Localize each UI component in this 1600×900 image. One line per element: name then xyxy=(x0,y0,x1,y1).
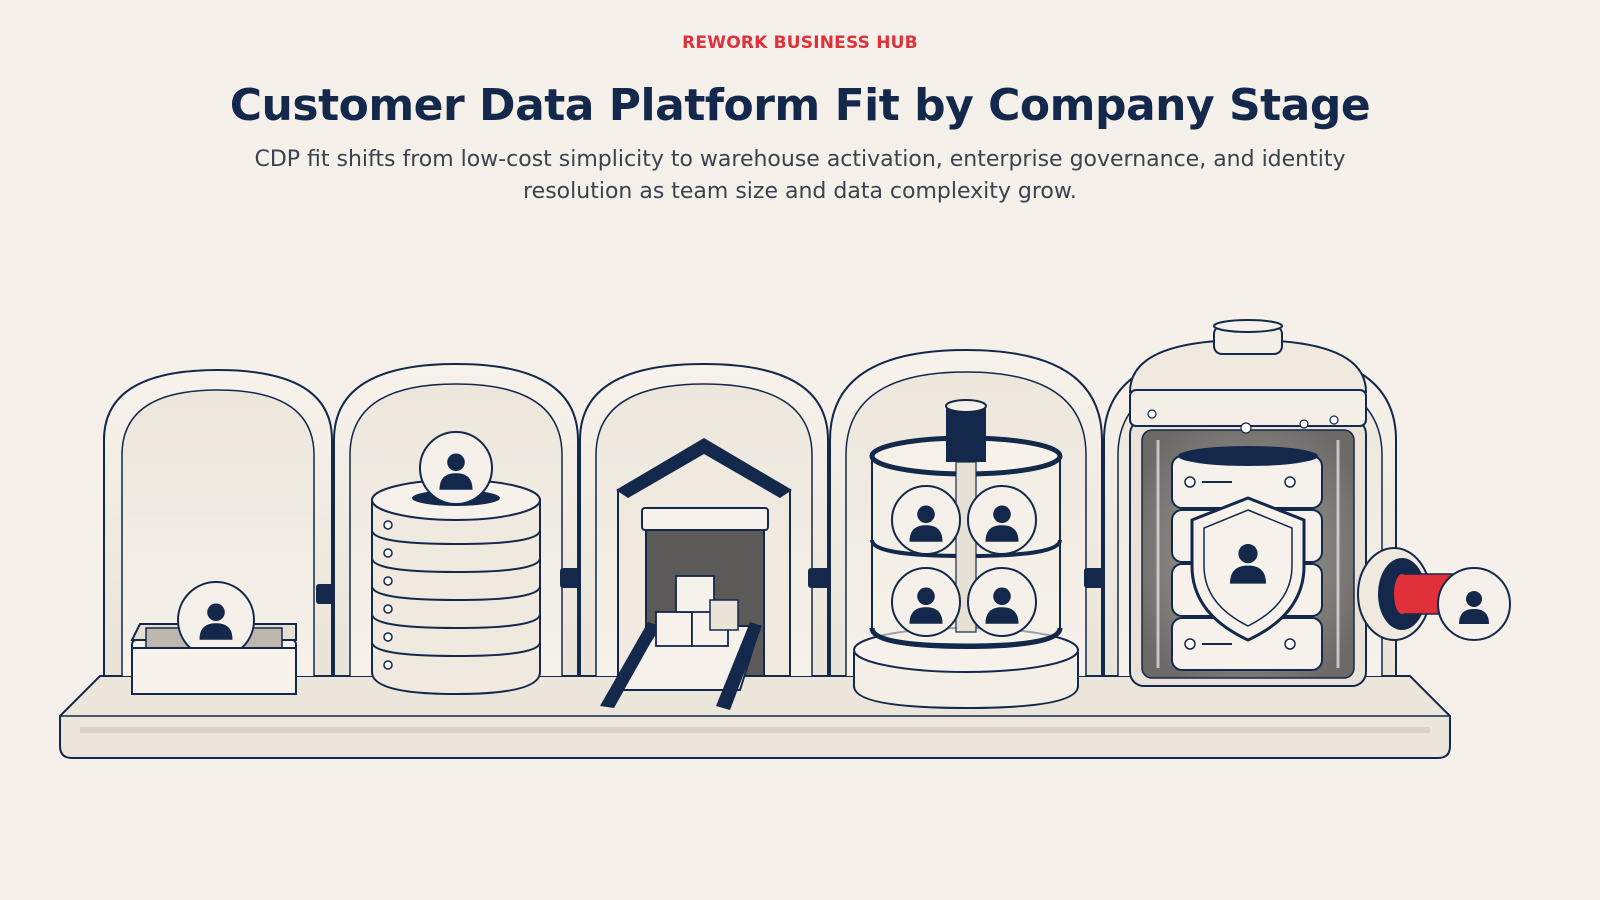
stage-1-arch xyxy=(103,368,333,695)
stage-4-arch xyxy=(829,348,1103,710)
stage-5-arch xyxy=(1103,319,1397,687)
warehouse-icon xyxy=(600,438,792,710)
database-stack-icon xyxy=(371,431,541,696)
cdp-stage-diagram xyxy=(59,319,1511,759)
page-subtitle: CDP fit shifts from low-cost simplicity … xyxy=(254,147,1346,204)
base-platform xyxy=(59,675,1451,759)
eyebrow-label: REWORK BUSINESS HUB xyxy=(682,33,918,53)
user-group-cylinder-icon xyxy=(853,399,1079,710)
output-user-icon xyxy=(1357,547,1511,641)
shield-vault-icon xyxy=(1128,319,1368,687)
user-tray-icon xyxy=(130,581,297,695)
stage-2-arch xyxy=(333,362,579,696)
page-title: Customer Data Platform Fit by Company St… xyxy=(229,80,1371,131)
stage-3-arch xyxy=(579,362,829,710)
